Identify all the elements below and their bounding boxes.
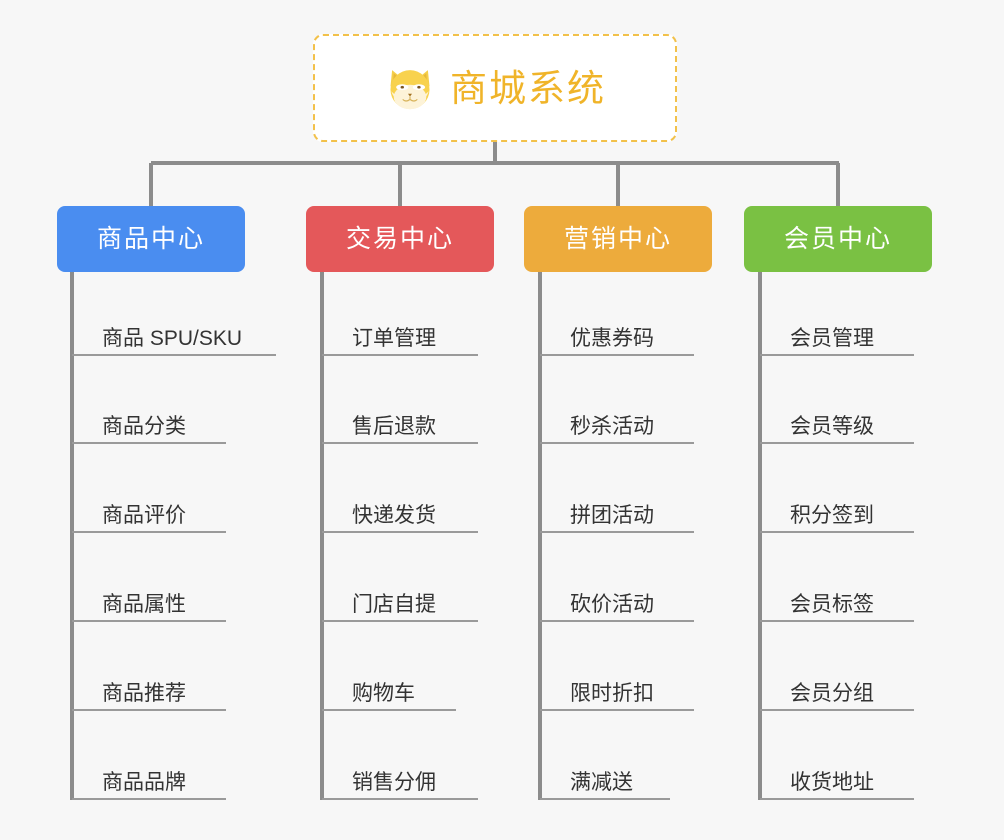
leaf-item[interactable]: 快递发货 xyxy=(322,487,478,533)
leaf-item[interactable]: 收货地址 xyxy=(760,754,914,800)
leaf-label: 商品评价 xyxy=(102,503,186,527)
leaf-label: 订单管理 xyxy=(352,326,436,350)
leaf-label: 秒杀活动 xyxy=(570,414,654,438)
leaf-item[interactable]: 会员分组 xyxy=(760,665,914,711)
leaf-item[interactable]: 会员标签 xyxy=(760,576,914,622)
leaf-label: 砍价活动 xyxy=(570,592,654,616)
category-label: 营销中心 xyxy=(563,224,672,253)
leaf-item[interactable]: 商品推荐 xyxy=(72,665,226,711)
leaf-label: 商品推荐 xyxy=(102,681,186,705)
leaf-item[interactable]: 商品 SPU/SKU xyxy=(72,310,276,356)
leaf-item[interactable]: 商品评价 xyxy=(72,487,226,533)
leaf-label: 门店自提 xyxy=(352,592,436,616)
leaf-item[interactable]: 商品品牌 xyxy=(72,754,226,800)
category-box-trade-center[interactable]: 交易中心 xyxy=(306,206,494,272)
category-box-marketing-center[interactable]: 营销中心 xyxy=(524,206,712,272)
category-label: 会员中心 xyxy=(783,224,892,253)
leaf-item[interactable]: 会员等级 xyxy=(760,398,914,444)
leaf-label: 商品 SPU/SKU xyxy=(102,326,243,350)
leaf-item[interactable]: 购物车 xyxy=(322,665,456,711)
category-box-member-center[interactable]: 会员中心 xyxy=(744,206,932,272)
leaf-label: 会员等级 xyxy=(790,414,874,438)
leaf-item[interactable]: 秒杀活动 xyxy=(540,398,694,444)
root-title: 商城系统 xyxy=(450,67,606,109)
leaf-label: 满减送 xyxy=(570,770,633,794)
leaf-label: 商品属性 xyxy=(102,592,186,616)
leaf-item[interactable]: 商品分类 xyxy=(72,398,226,444)
leaf-label: 收货地址 xyxy=(790,770,874,794)
category-box-product-center[interactable]: 商品中心 xyxy=(57,206,245,272)
leaf-item[interactable]: 砍价活动 xyxy=(540,576,694,622)
leaf-item[interactable]: 售后退款 xyxy=(322,398,478,444)
leaf-item[interactable]: 订单管理 xyxy=(322,310,478,356)
leaf-item[interactable]: 门店自提 xyxy=(322,576,478,622)
leaf-item[interactable]: 积分签到 xyxy=(760,487,914,533)
leaf-item[interactable]: 销售分佣 xyxy=(322,754,478,800)
leaf-item[interactable]: 商品属性 xyxy=(72,576,226,622)
leaf-label: 购物车 xyxy=(352,681,415,705)
leaf-label: 商品品牌 xyxy=(102,770,186,794)
leaf-label: 会员分组 xyxy=(790,681,874,705)
leaf-label: 积分签到 xyxy=(790,503,874,527)
shiba-mascot-icon xyxy=(390,70,430,110)
leaf-label: 商品分类 xyxy=(102,414,186,438)
leaf-item[interactable]: 满减送 xyxy=(540,754,670,800)
leaf-item[interactable]: 限时折扣 xyxy=(540,665,694,711)
leaf-label: 优惠券码 xyxy=(570,326,654,350)
root-node[interactable]: 商城系统 xyxy=(313,34,677,142)
category-label: 商品中心 xyxy=(96,224,205,253)
leaf-label: 销售分佣 xyxy=(352,770,436,794)
leaf-label: 限时折扣 xyxy=(570,681,654,705)
leaf-item[interactable]: 优惠券码 xyxy=(540,310,694,356)
leaf-label: 会员管理 xyxy=(790,326,874,350)
leaf-label: 拼团活动 xyxy=(570,503,654,527)
leaf-label: 快递发货 xyxy=(352,503,436,527)
leaf-item[interactable]: 拼团活动 xyxy=(540,487,694,533)
leaf-label: 会员标签 xyxy=(790,592,874,616)
category-label: 交易中心 xyxy=(345,224,454,253)
leaf-item[interactable]: 会员管理 xyxy=(760,310,914,356)
leaf-label: 售后退款 xyxy=(352,414,436,438)
